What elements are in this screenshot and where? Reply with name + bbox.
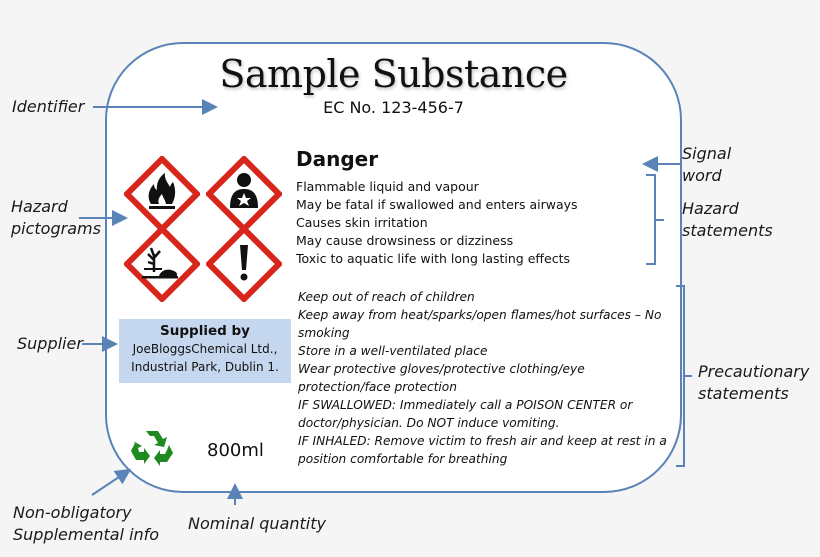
hazard-statement: May cause drowsiness or dizziness xyxy=(296,233,514,248)
precaution-line: Keep out of reach of children xyxy=(298,290,475,304)
precaution-line: position comfortable for breathing xyxy=(298,452,508,466)
annotation-line: Supplemental info xyxy=(13,525,160,544)
annotation-supplemental: Non-obligatory Supplemental info xyxy=(13,502,159,546)
supplier-line: JoeBloggsChemical Ltd., xyxy=(132,342,278,356)
hazard-statement: Toxic to aquatic life with long lasting … xyxy=(296,251,570,266)
signal-word: Danger xyxy=(296,147,379,171)
exclamation-icon xyxy=(206,226,282,302)
environment-icon xyxy=(124,226,200,302)
annotation-line: statements xyxy=(698,384,789,403)
hazard-statement: Causes skin irritation xyxy=(296,215,428,230)
annotation-line: Precautionary xyxy=(698,362,810,381)
precautionary-statements: Keep out of reach of children Keep away … xyxy=(298,288,678,468)
identifier-number: EC No. 123-456-7 xyxy=(323,98,464,117)
annotation-line: Hazard xyxy=(682,199,739,218)
annotation-line: Non-obligatory xyxy=(13,503,132,522)
annotation-signal-word: Signal word xyxy=(682,143,731,187)
precaution-line: Keep away from heat/sparks/open flames/h… xyxy=(298,308,662,322)
annotation-supplier: Supplier xyxy=(17,334,83,353)
supplier-line: Industrial Park, Dublin 1. xyxy=(131,360,279,374)
label-border xyxy=(105,42,682,493)
substance-title: Sample Substance xyxy=(219,52,568,96)
annotation-hazard-statements: Hazard statements xyxy=(682,198,773,242)
annotation-line: word xyxy=(682,166,722,185)
annotation-line: statements xyxy=(682,221,773,240)
annotation-hazard-pictograms: Hazard pictograms xyxy=(11,196,101,240)
precaution-line: protection/face protection xyxy=(298,380,457,394)
precaution-line: doctor/physician. Do NOT induce vomiting… xyxy=(298,416,560,430)
precaution-line: smoking xyxy=(298,326,350,340)
nominal-quantity: 800ml xyxy=(207,440,264,461)
annotation-nominal-quantity: Nominal quantity xyxy=(188,514,326,533)
hazard-statements: Flammable liquid and vapour May be fatal… xyxy=(296,178,578,268)
hazard-statement: Flammable liquid and vapour xyxy=(296,179,479,194)
annotation-identifier: Identifier xyxy=(12,97,85,116)
precaution-line: IF INHALED: Remove victim to fresh air a… xyxy=(298,434,667,448)
annotation-line: Signal xyxy=(682,144,732,163)
annotation-line: Hazard xyxy=(11,197,68,216)
recycle-icon xyxy=(131,431,173,466)
precaution-line: Wear protective gloves/protective clothi… xyxy=(298,362,585,376)
annotation-precautionary-statements: Precautionary statements xyxy=(698,361,809,405)
precaution-line: IF SWALLOWED: Immediately call a POISON … xyxy=(298,398,633,412)
hazard-statement: May be fatal if swallowed and enters air… xyxy=(296,197,578,212)
annotation-line: pictograms xyxy=(11,219,101,238)
precaution-line: Store in a well-ventilated place xyxy=(298,344,488,358)
supplier-box: Supplied by JoeBloggsChemical Ltd., Indu… xyxy=(119,319,291,383)
supplier-heading: Supplied by xyxy=(160,323,250,339)
